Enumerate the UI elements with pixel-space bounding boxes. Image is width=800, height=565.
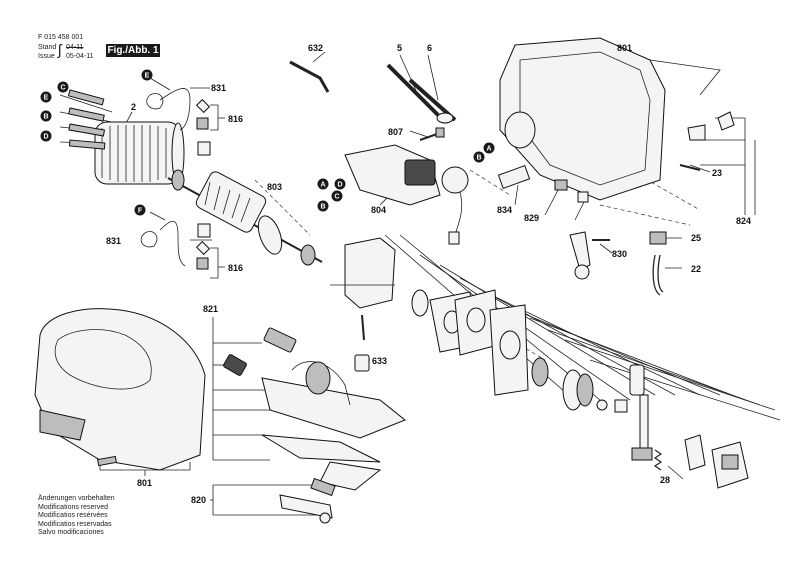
connector-badges: C E E B D F A D C B A B — [40, 69, 495, 216]
label-804: 804 — [371, 205, 386, 215]
gear-housing-plate — [330, 237, 396, 341]
spring-28 — [653, 449, 663, 471]
brush-holder-bottom — [140, 220, 186, 267]
seal-disc — [411, 289, 429, 317]
badge-a-switch: A — [320, 182, 325, 189]
brush-holder-top — [146, 88, 191, 131]
badge-d-left: D — [43, 134, 48, 141]
stator-part — [94, 121, 185, 185]
label-824: 824 — [736, 216, 751, 226]
badge-e-top-right: E — [145, 73, 150, 80]
badge-d-switch: D — [337, 182, 342, 189]
label-816-bot: 816 — [228, 263, 243, 273]
housing-801-top — [499, 37, 721, 201]
figure-badge: Fig./Abb. 1 — [106, 44, 160, 57]
badge-b-rod: B — [476, 155, 481, 162]
label-25: 25 — [691, 233, 701, 243]
housing-801-bottom — [34, 308, 206, 471]
screw-807 — [419, 127, 445, 141]
label-632: 632 — [308, 43, 323, 53]
badge-b-switch: B — [320, 204, 325, 211]
label-22: 22 — [691, 264, 701, 274]
label-820: 820 — [191, 495, 206, 505]
footer-line-en: Modifications reserved — [38, 503, 109, 511]
label-23: 23 — [712, 168, 722, 178]
label-801-bot: 801 — [137, 478, 152, 488]
label-831-top: 831 — [211, 83, 226, 93]
label-28: 28 — [660, 475, 670, 485]
label-821: 821 — [203, 304, 218, 314]
badge-b-left: B — [43, 114, 48, 121]
small-parts-834-829 — [497, 164, 589, 203]
hex-key-part — [289, 60, 330, 93]
badge-c-top: C — [60, 85, 65, 92]
label-633: 633 — [372, 356, 387, 366]
footer-notice: Änderungen vorbehalten Modifications res… — [38, 495, 115, 538]
label-807: 807 — [388, 127, 403, 137]
badge-e-left: E — [44, 95, 49, 102]
part-number-labels: 632 5 6 801 831 2 816 807 803 804 834 82… — [106, 43, 751, 505]
stand-value: 04-11 — [66, 44, 84, 51]
label-803: 803 — [267, 182, 282, 192]
armature-part — [167, 169, 323, 266]
label-830: 830 — [612, 249, 627, 259]
base-plate-821 — [223, 327, 406, 524]
guide-plate-b — [454, 289, 499, 356]
switch-part-804 — [344, 144, 469, 245]
badge-f-left: F — [138, 208, 143, 215]
connector-pins — [67, 89, 106, 150]
issue-label: Issue — [38, 53, 55, 60]
label-2: 2 — [131, 102, 136, 112]
badge-c-switch: C — [334, 194, 339, 201]
footer-line-pt: Modificatios reservadas — [38, 520, 112, 528]
issue-value: 05-04-11 — [66, 53, 94, 60]
footer-line-de: Änderungen vorbehalten — [38, 495, 115, 502]
bracket-glyph: ʃ — [58, 42, 62, 59]
doc-number: F 015 458 001 — [38, 34, 84, 41]
gear-shaft-assembly — [531, 357, 628, 413]
footer-line-es: Salvo modificaciones — [38, 529, 104, 536]
roller-830 — [569, 231, 610, 280]
clamp-parts — [684, 434, 749, 489]
label-834: 834 — [497, 205, 512, 215]
plunger-rod — [629, 364, 653, 461]
label-5: 5 — [397, 43, 402, 53]
badge-a-rod: A — [486, 146, 491, 153]
footer-line-fr: Modificatios resérvées — [38, 512, 108, 519]
label-6: 6 — [427, 43, 432, 53]
guide-plate-c — [489, 304, 529, 396]
label-831-bot: 831 — [106, 236, 121, 246]
label-816-top: 816 — [228, 114, 243, 124]
switch-rod-part — [386, 63, 457, 124]
parts-23-25-22 — [649, 111, 735, 296]
label-829: 829 — [524, 213, 539, 223]
carbon-brushes — [195, 98, 211, 270]
stand-label: Stand — [38, 44, 57, 51]
label-801-top: 801 — [617, 43, 632, 53]
